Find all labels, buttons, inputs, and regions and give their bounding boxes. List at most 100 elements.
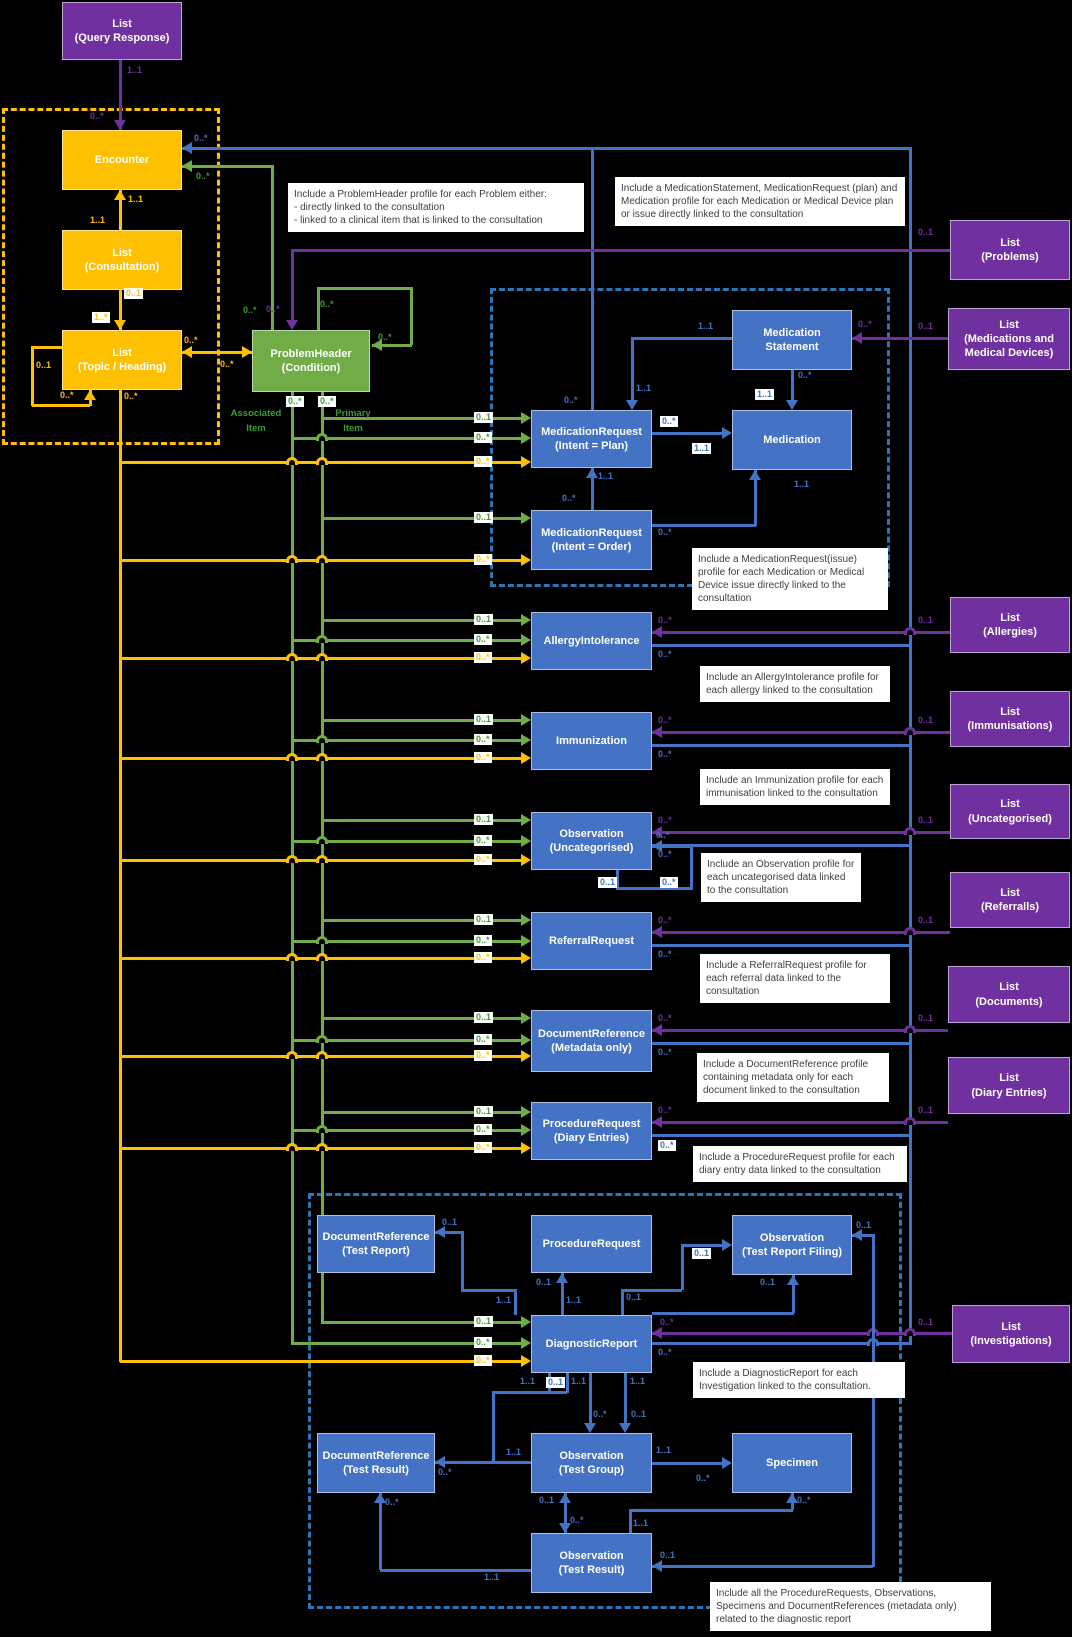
multiplicity-label: 0..*	[658, 915, 672, 925]
edge-line	[292, 739, 521, 742]
multiplicity-label: 0..1	[918, 1105, 934, 1115]
multiplicity-label: 1..1	[755, 389, 775, 400]
multiplicity-label: 0..*	[658, 615, 672, 625]
node-documentreference-test-result: DocumentReference(Test Result)	[317, 1433, 435, 1493]
multiplicity-label: 0..*	[60, 390, 74, 400]
edge-line	[589, 1373, 592, 1425]
multiplicity-label: 0..*	[220, 359, 234, 369]
line-hop	[904, 1328, 916, 1336]
arrowhead	[114, 120, 126, 130]
multiplicity-label: 0..*	[658, 949, 672, 959]
edge-line	[624, 1373, 627, 1425]
node-procedure-request: ProcedureRequest	[531, 1215, 652, 1273]
arrowhead	[521, 914, 531, 926]
node-label: Observation	[559, 1449, 624, 1462]
arrowhead	[626, 400, 638, 410]
multiplicity-label: 0..1	[474, 714, 494, 725]
multiplicity-label: 0..*	[474, 1142, 492, 1153]
note-immunization: Include an Immunization profile for each…	[700, 769, 890, 805]
multiplicity-label: 0..*	[474, 1034, 492, 1045]
note-medicationrequest-issue: Include a MedicationRequest(issue) profi…	[692, 548, 888, 610]
node-observation-uncategorised: Observation(Uncategorised)	[531, 812, 652, 870]
node-label: Encounter	[94, 153, 150, 166]
edge-line	[652, 831, 950, 834]
multiplicity-label: 0..1	[918, 1317, 934, 1327]
multiplicity-label: 0..*	[656, 830, 670, 840]
line-hop	[286, 753, 298, 761]
edge-line	[591, 147, 594, 410]
node-label: (Test Report Filing)	[741, 1246, 842, 1258]
note-observation-uncategorised: Include an Observation profile for each …	[701, 853, 861, 902]
multiplicity-label: 1..1	[633, 1518, 649, 1528]
arrowhead	[114, 320, 126, 330]
arrowhead	[722, 1457, 732, 1469]
arrowhead	[652, 1116, 662, 1128]
node-encounter: Encounter	[62, 130, 182, 190]
consultation-boundary	[2, 108, 220, 445]
multiplicity-label: 1..1	[496, 1295, 512, 1305]
multiplicity-label: 0..*	[858, 319, 872, 329]
multiplicity-label: 0..*	[658, 1047, 672, 1057]
arrowhead	[521, 734, 531, 746]
multiplicity-label: 0..*	[798, 370, 812, 380]
edge-line	[119, 190, 122, 230]
line-hop	[316, 635, 328, 643]
line-hop	[316, 735, 328, 743]
multiplicity-label: 0..*	[385, 1497, 399, 1507]
edge-line	[379, 1492, 382, 1570]
edge-line	[292, 1129, 521, 1132]
arrowhead	[652, 726, 662, 738]
node-label: Medication	[763, 326, 821, 339]
multiplicity-label: 0..*	[243, 305, 257, 315]
node-label: (Condition)	[281, 362, 341, 374]
diagnostic-group-boundary	[308, 1193, 902, 1609]
node-observation-test-group: Observation(Test Group)	[531, 1433, 652, 1493]
arrowhead	[182, 142, 192, 154]
line-hop	[316, 855, 328, 863]
multiplicity-label: 1..1	[571, 1376, 587, 1386]
edge-line	[652, 931, 950, 934]
node-label: List	[1000, 236, 1020, 249]
multiplicity-label: 0..*	[797, 1495, 811, 1505]
multiplicity-label: 0..*	[474, 734, 492, 745]
multiplicity-label: 0..*	[658, 1013, 672, 1023]
node-label: (Diary Entries)	[553, 1132, 630, 1144]
edge-line	[322, 1321, 521, 1324]
multiplicity-label: 0..1	[474, 1316, 494, 1327]
edge-line	[380, 1569, 531, 1572]
line-hop	[316, 1051, 328, 1059]
node-list-consultation: List(Consultation)	[62, 230, 182, 290]
arrowhead	[521, 1355, 531, 1367]
node-label: Observation	[559, 1549, 624, 1562]
arrowhead	[652, 926, 662, 938]
multiplicity-label: 0..1	[918, 1013, 934, 1023]
multiplicity-label: 1..1	[630, 1376, 646, 1386]
multiplicity-label: 0..*	[90, 111, 104, 121]
node-procedurerequest-diary: ProcedureRequest(Diary Entries)	[531, 1102, 652, 1160]
node-label: (Test Report)	[342, 1245, 410, 1257]
multiplicity-label: 0..*	[474, 1355, 492, 1366]
line-hop	[316, 836, 328, 844]
edge-line	[322, 1017, 521, 1020]
node-label: (Intent = Order)	[551, 541, 632, 553]
edge-line	[492, 1391, 567, 1394]
arrowhead	[521, 652, 531, 664]
multiplicity-label: 1..1	[127, 65, 143, 75]
list-allergies: List(Allergies)	[950, 597, 1070, 653]
node-label: List	[1000, 611, 1020, 624]
multiplicity-label: 1..1	[698, 321, 714, 331]
edge-line	[652, 845, 692, 848]
multiplicity-label: 0..1	[36, 360, 52, 370]
arrowhead	[559, 1523, 571, 1533]
edge-line	[292, 437, 521, 440]
multiplicity-label: 0..1	[692, 1248, 712, 1259]
line-hop	[286, 953, 298, 961]
node-label: (Referralls)	[980, 901, 1040, 913]
edge-line	[322, 619, 521, 622]
arrowhead	[521, 554, 531, 566]
multiplicity-label: 0..1	[918, 321, 934, 331]
node-label: ProcedureRequest	[542, 1237, 641, 1250]
edge-line	[616, 869, 619, 889]
line-hop	[904, 827, 916, 835]
